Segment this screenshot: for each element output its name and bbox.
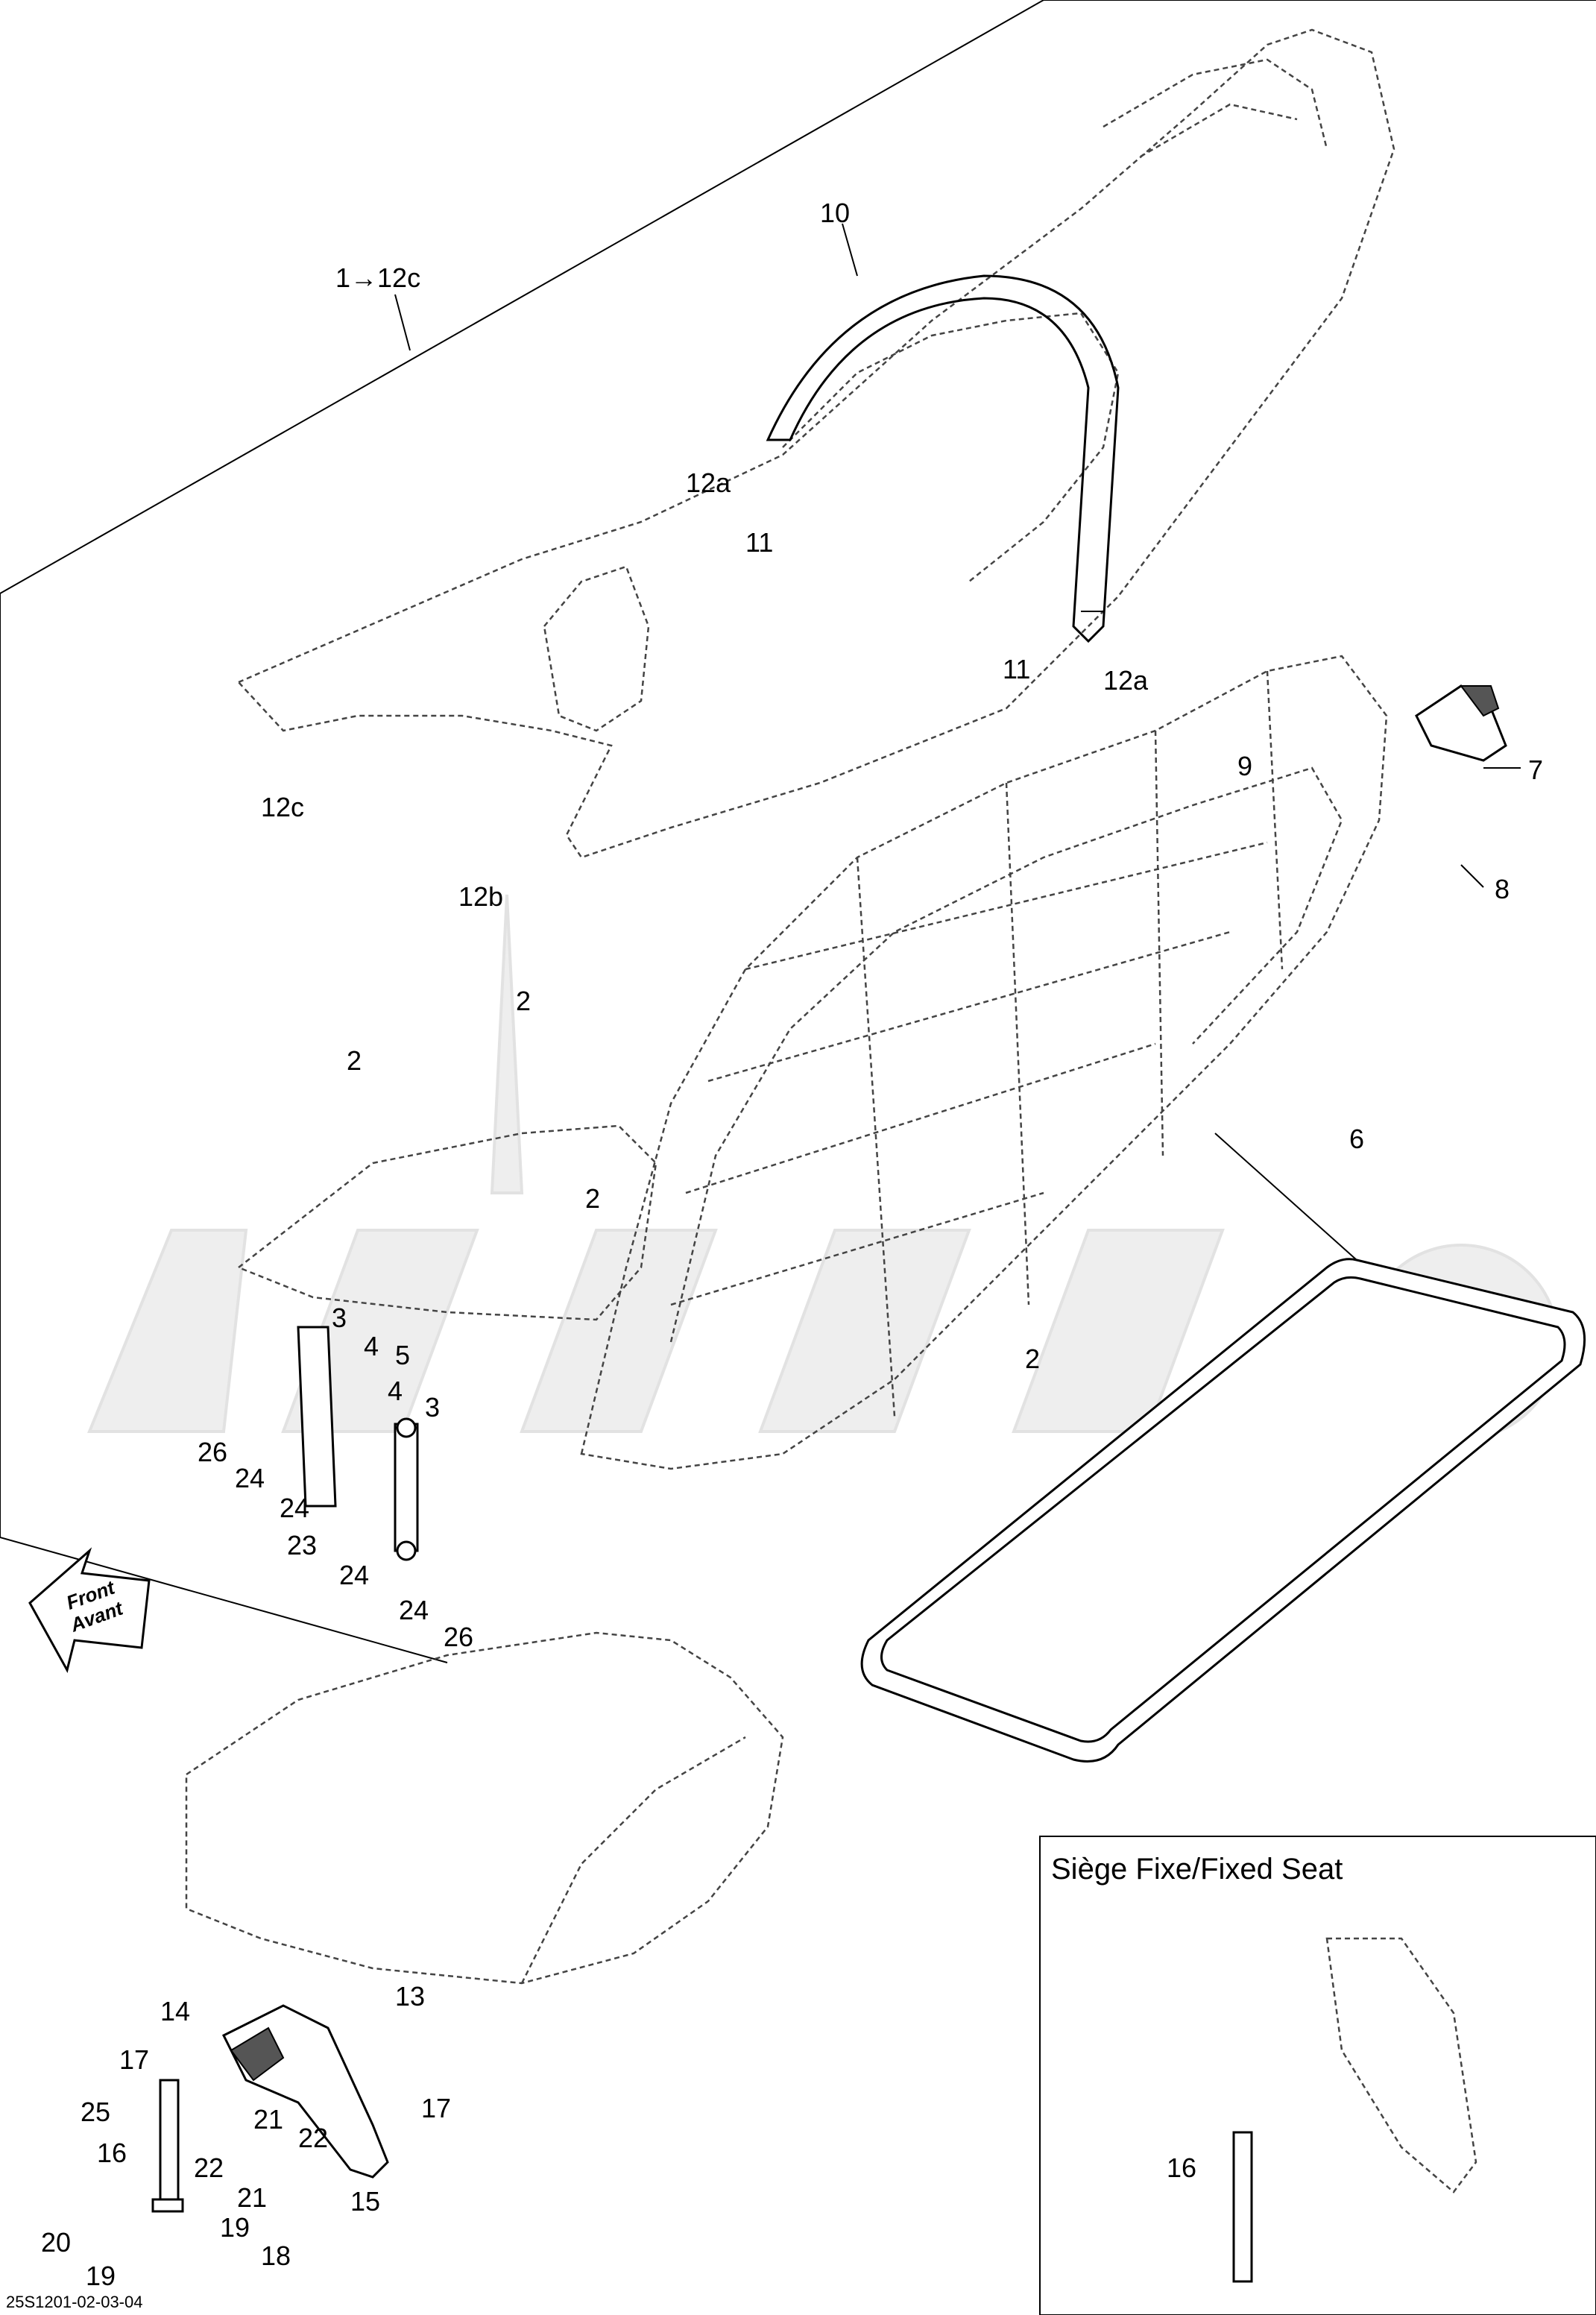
- callout-23: 23: [287, 1530, 317, 1560]
- callout-24-a: 24: [235, 1463, 265, 1493]
- callout-2-a: 2: [347, 1045, 362, 1076]
- callout-21-a: 21: [253, 2104, 283, 2135]
- callout-22-a: 22: [298, 2123, 328, 2153]
- callout-2-c: 2: [585, 1183, 600, 1214]
- callout-7: 7: [1528, 755, 1543, 785]
- callout-24-d: 24: [399, 1595, 429, 1625]
- latch: [1415, 684, 1507, 762]
- grab-strap: [766, 274, 1120, 643]
- callout-13: 13: [395, 1981, 425, 2012]
- callout-6: 6: [1349, 1124, 1364, 1154]
- reference-code: 25S1201-02-03-04: [6, 2293, 142, 2311]
- callout-19-a: 19: [220, 2212, 250, 2243]
- callout-20: 20: [41, 2227, 71, 2258]
- callout-14: 14: [160, 1996, 190, 2026]
- callout-11-right: 11: [1003, 654, 1030, 684]
- callout-12a-right: 12a: [1103, 665, 1149, 696]
- callout-24-b: 24: [280, 1493, 309, 1523]
- leader-lines: [394, 223, 1521, 1261]
- lower-frame: [185, 1631, 784, 1985]
- callout-16: 16: [97, 2138, 127, 2168]
- callout-17-a: 17: [119, 2044, 149, 2075]
- callout-15: 15: [350, 2186, 380, 2217]
- callout-8: 8: [1495, 874, 1510, 904]
- link-bars: [297, 1326, 419, 1561]
- callout-10: 10: [820, 198, 850, 228]
- callout-12b: 12b: [458, 881, 503, 912]
- callout-12a-top: 12a: [686, 467, 731, 498]
- callout-9: 9: [1237, 751, 1252, 781]
- callout-17-b: 17: [421, 2093, 451, 2123]
- callout-4-a: 4: [364, 1331, 379, 1361]
- inset-box: [1039, 1836, 1596, 2315]
- seat-cover: [236, 28, 1395, 859]
- callout-16-inset: 16: [1167, 2152, 1196, 2183]
- callout-26-a: 26: [198, 1437, 227, 1467]
- callout-2-b: 2: [516, 986, 531, 1016]
- gas-spring: [151, 2079, 184, 2213]
- bracket: [221, 2004, 389, 2179]
- callout-26-b: 26: [444, 1622, 473, 1652]
- callout-25: 25: [81, 2097, 110, 2127]
- callout-24-c: 24: [339, 1560, 369, 1590]
- inset-title: Siège Fixe/Fixed Seat: [1051, 1853, 1343, 1886]
- callout-21-b: 21: [237, 2182, 267, 2213]
- callout-5: 5: [395, 1340, 410, 1370]
- callout-3-b: 3: [425, 1392, 440, 1423]
- callout-22-b: 22: [194, 2152, 224, 2183]
- callout-11-top: 11: [745, 527, 773, 558]
- callout-labels: 1→12c 10 12a 11 11 12a 9 7 8 12c 12b 2 2…: [41, 198, 1543, 2291]
- callout-18: 18: [261, 2240, 291, 2271]
- callout-12c: 12c: [261, 792, 304, 822]
- seal-gasket: [860, 1258, 1586, 1763]
- callout-1-12c: 1→12c: [335, 262, 420, 293]
- callout-4-b: 4: [388, 1376, 403, 1406]
- seat-frame: [236, 655, 1388, 1470]
- callout-3-a: 3: [332, 1303, 347, 1333]
- callout-2-d: 2: [1025, 1344, 1040, 1374]
- frame-outline: [0, 0, 1596, 1663]
- callout-19-b: 19: [86, 2261, 116, 2291]
- front-direction-arrow: [28, 1547, 151, 1674]
